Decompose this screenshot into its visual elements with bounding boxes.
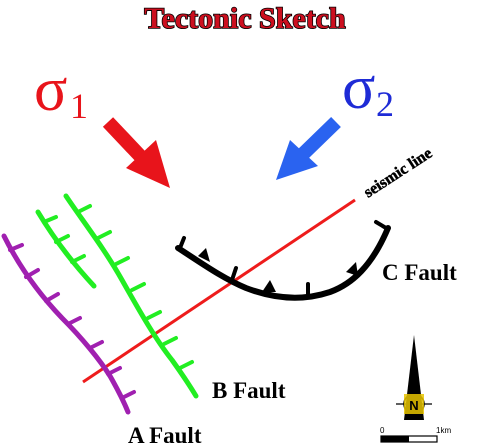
sigma1-label: σ 1 [34,56,88,126]
sigma1-symbol: σ [34,56,67,124]
sigma1-arrow [102,117,170,188]
b-fault-label: B Fault [212,378,286,403]
diagram-title: Tectonic Sketch [144,2,346,35]
scale-end: 1km [436,426,451,435]
a-fault-label: A Fault [128,423,202,447]
north-letter: N [409,398,418,413]
b-fault-branch [35,209,97,289]
seismic-line-label: seismic line [361,145,435,202]
north-arrow: N [396,335,432,420]
scale-bar: 0 1km [380,426,451,443]
c-fault [175,220,391,301]
c-fault-label: C Fault [382,260,457,285]
seismic-line [82,198,356,384]
sigma2-subscript: 2 [376,84,394,124]
sigma1-subscript: 1 [70,86,88,126]
sigma2-symbol: σ [342,54,375,122]
a-fault [1,233,136,415]
sigma2-label: σ 2 [342,54,394,124]
sigma2-arrow [276,116,341,180]
b-fault [63,193,199,399]
scale-start: 0 [380,426,385,435]
